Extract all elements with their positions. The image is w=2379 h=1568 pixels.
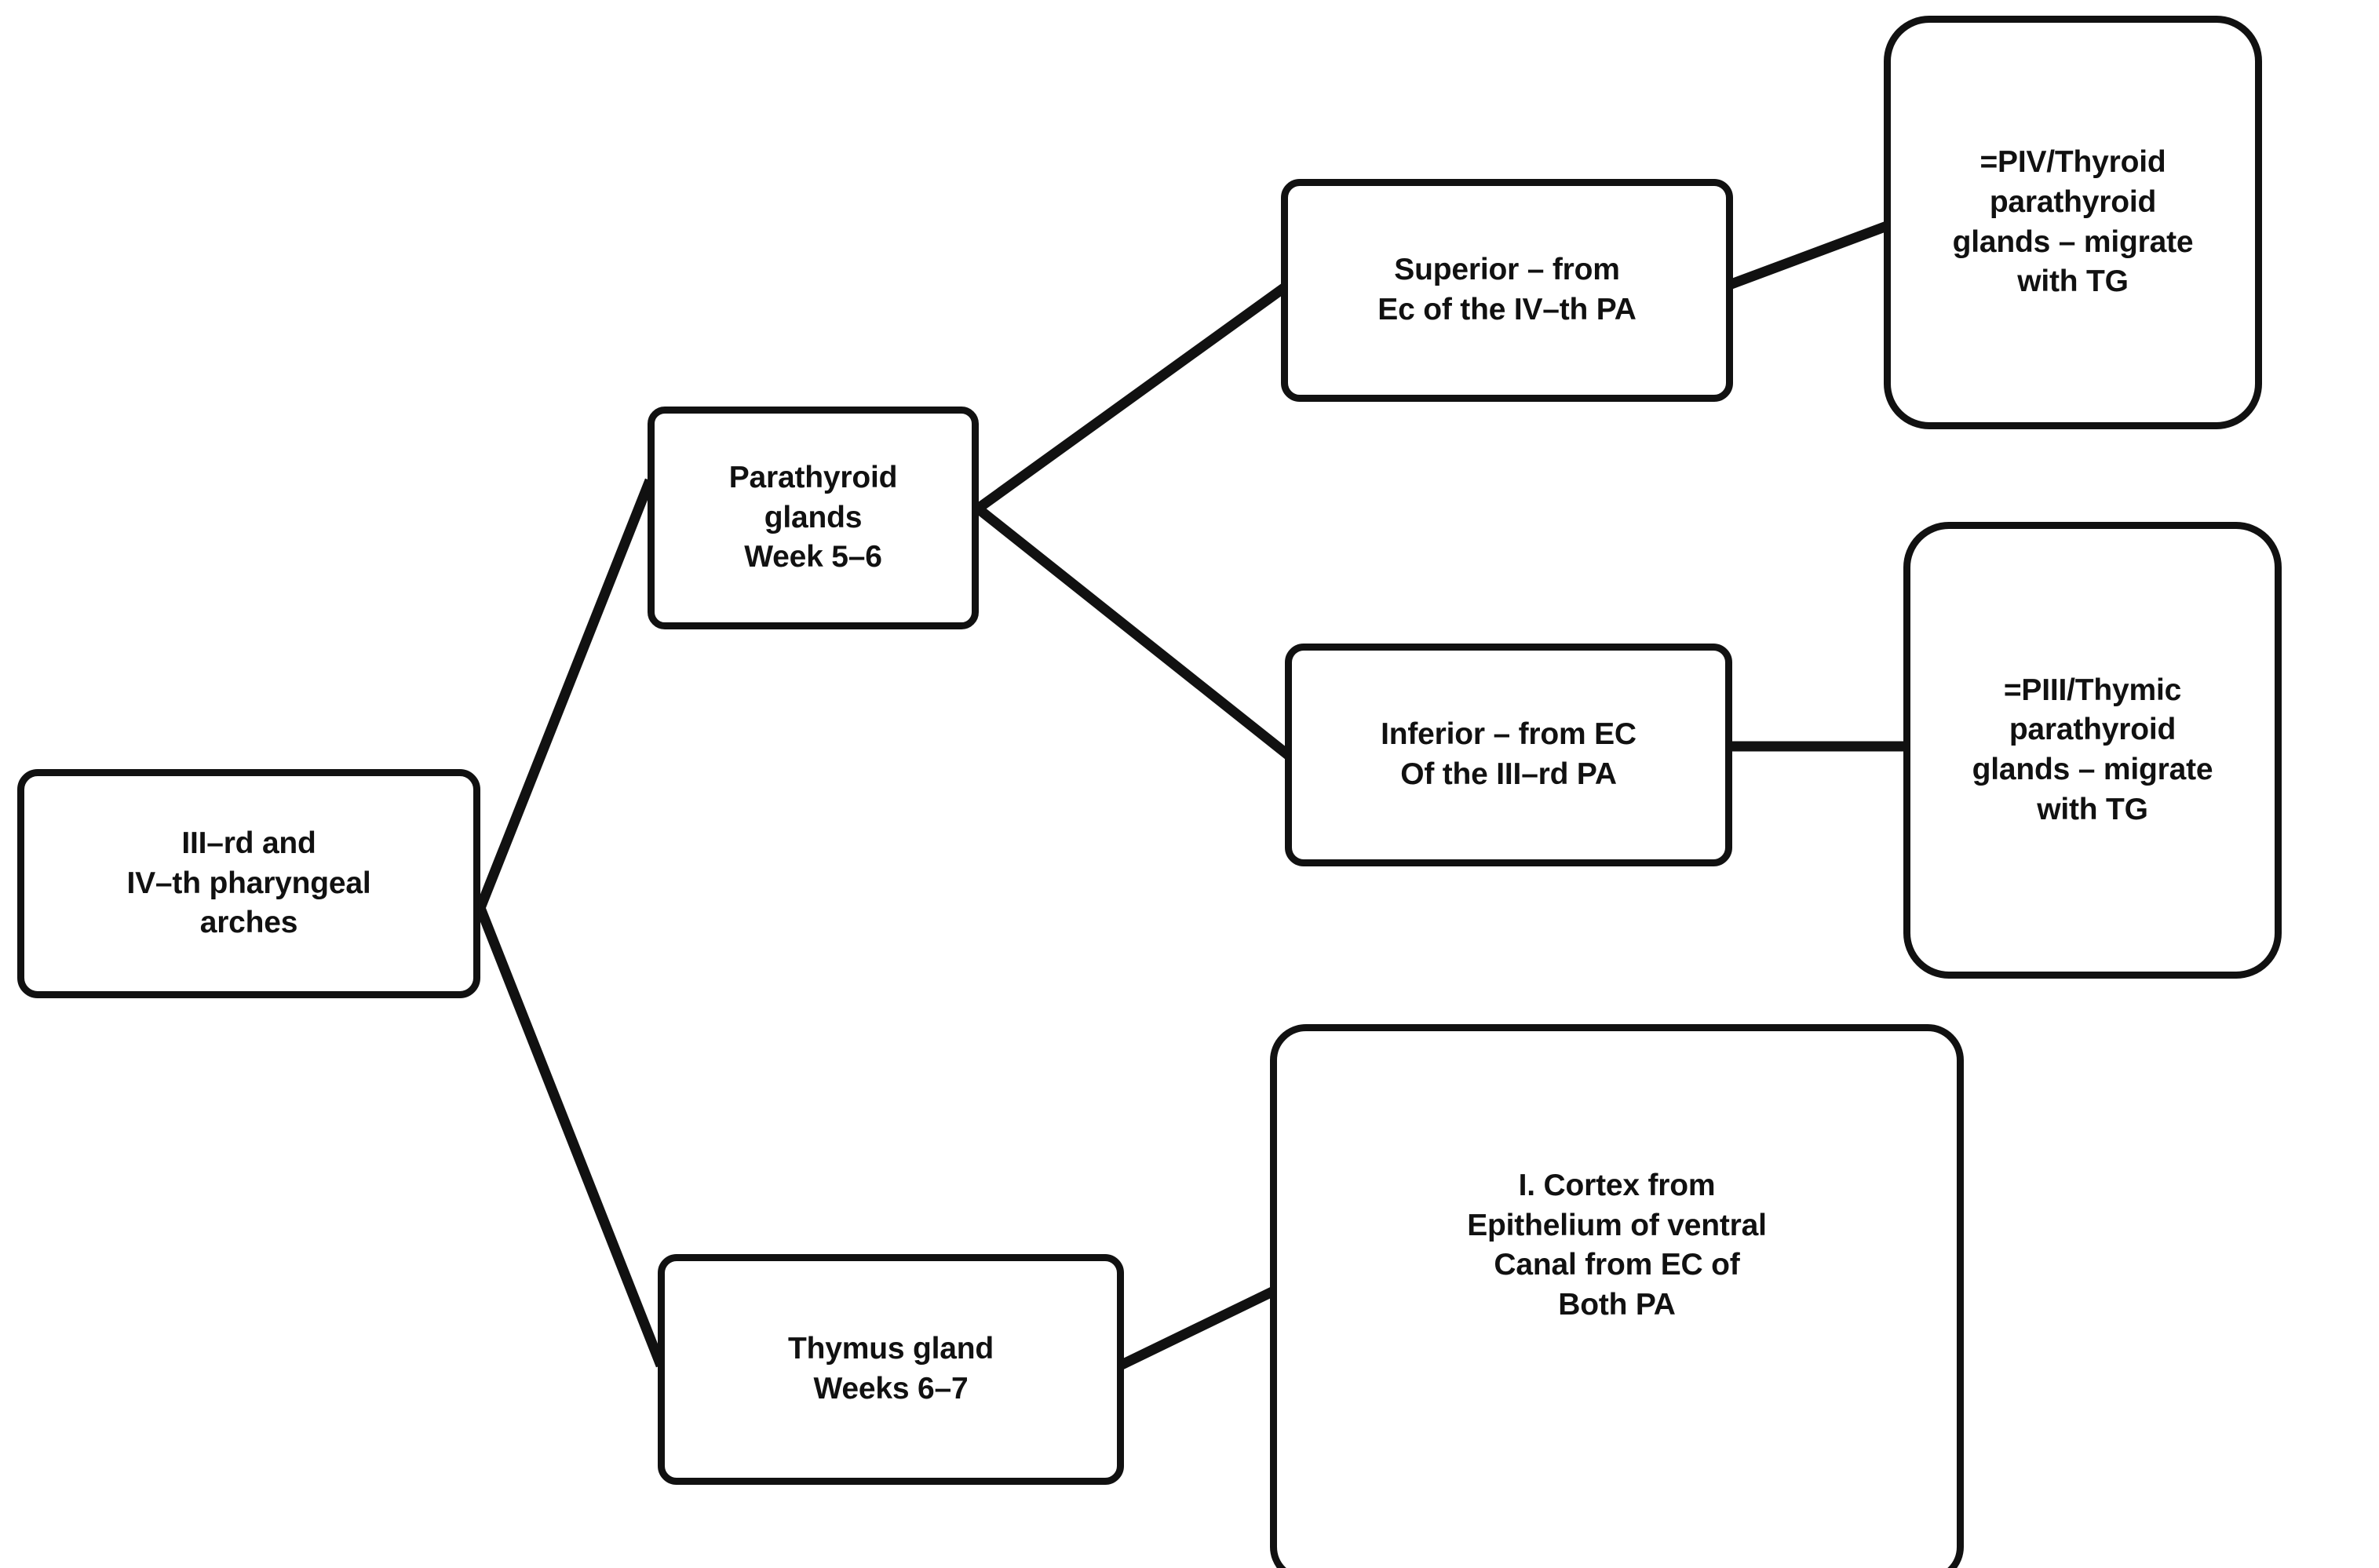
edge-thymus-to-cortex xyxy=(1118,1286,1276,1370)
node-pharyngeal-arches[interactable]: III–rd and IV–th pharyngeal arches xyxy=(17,769,480,998)
node-label: =PIV/Thyroid parathyroid glands – migrat… xyxy=(1952,145,2194,299)
node-label: III–rd and IV–th pharyngeal arches xyxy=(126,826,371,940)
node-label: Thymus gland Weeks 6–7 xyxy=(788,1332,994,1406)
node-label: Parathyroid glands Week 5–6 xyxy=(728,460,898,574)
node-piv-thyroid-parathyroid[interactable]: =PIV/Thyroid parathyroid glands – migrat… xyxy=(1884,16,2262,429)
node-superior-parathyroid[interactable]: Superior – from Ec of the IV–th PA xyxy=(1281,179,1733,402)
node-piii-thymic-parathyroid[interactable]: =PIII/Thymic parathyroid glands – migrat… xyxy=(1903,522,2282,979)
node-thymus-cortex-origin[interactable]: I. Cortex from Epithelium of ventral Can… xyxy=(1270,1024,1964,1568)
node-thymus-gland[interactable]: Thymus gland Weeks 6–7 xyxy=(658,1254,1124,1485)
edge-parathyroid-to-superior xyxy=(975,283,1288,513)
node-label: Superior – from Ec of the IV–th PA xyxy=(1377,253,1636,326)
node-label: I. Cortex from Epithelium of ventral Can… xyxy=(1467,1169,1767,1322)
node-parathyroid-glands[interactable]: Parathyroid glands Week 5–6 xyxy=(648,407,979,629)
edge-root-to-thymus xyxy=(475,906,666,1368)
edge-superior-to-piv xyxy=(1727,221,1889,290)
node-inferior-parathyroid[interactable]: Inferior – from EC Of the III–rd PA xyxy=(1285,644,1732,866)
edge-parathyroid-to-inferior xyxy=(974,504,1292,760)
node-label: Inferior – from EC Of the III–rd PA xyxy=(1381,717,1636,791)
edge-root-to-parathyroid xyxy=(475,478,655,910)
node-label: =PIII/Thymic parathyroid glands – migrat… xyxy=(1972,673,2213,826)
